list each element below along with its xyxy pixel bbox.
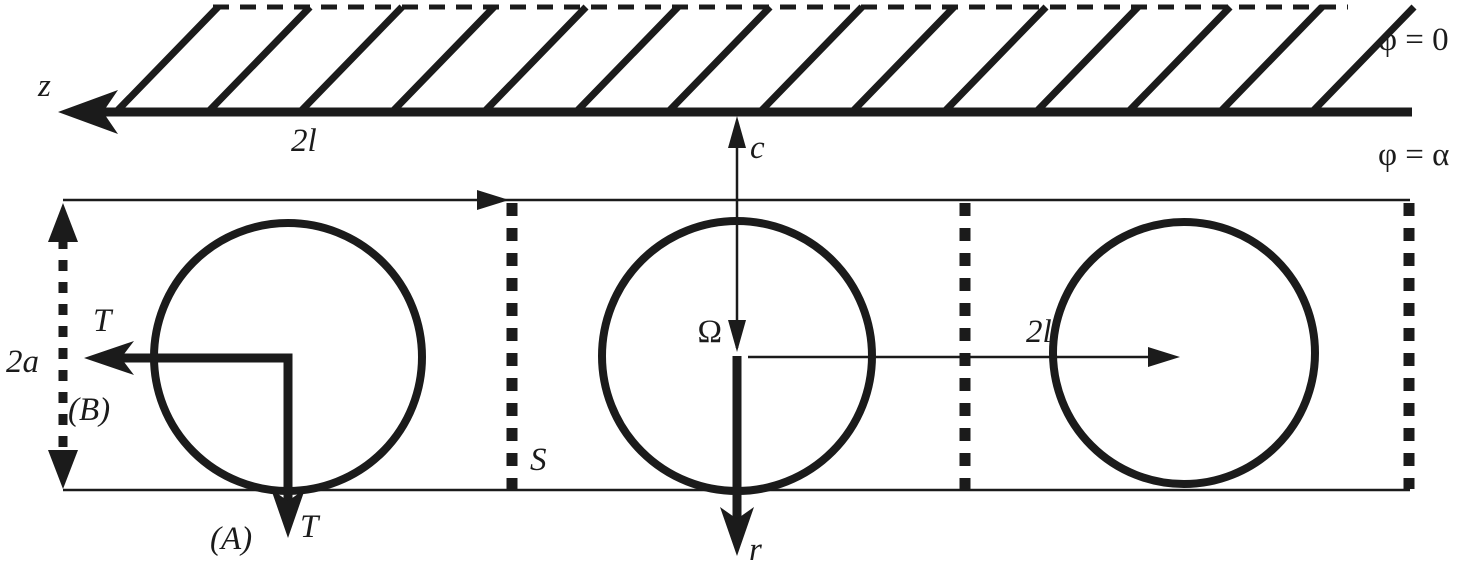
- omega-label: Ω: [697, 314, 722, 350]
- wall-hatching: [115, 4, 1417, 113]
- spacing-arrow: [748, 347, 1180, 367]
- torque-down-label: T: [300, 509, 321, 545]
- r-axis-label: r: [749, 532, 762, 568]
- case-b-label: (B): [68, 392, 110, 428]
- spacing-label: 2l: [1026, 314, 1052, 350]
- case-a-label: (A): [210, 521, 252, 557]
- surface-label: S: [530, 442, 547, 478]
- gap-label: c: [750, 130, 765, 166]
- z-axis-label: z: [37, 68, 51, 104]
- diameter-label: 2a: [6, 344, 39, 380]
- torque-arrows: [84, 341, 305, 538]
- wall-period-label: 2l: [291, 123, 317, 159]
- cell-top-arrowhead-icon: [477, 190, 509, 210]
- sphere-right: [1049, 218, 1319, 488]
- z-arrowhead-icon: [58, 90, 118, 134]
- torque-left-label: T: [93, 303, 114, 339]
- hatched-wall-region: [58, 4, 1417, 134]
- diameter-arrow: [48, 203, 78, 489]
- phi-zero-label: φ = 0: [1378, 22, 1449, 58]
- gap-arrow: [728, 116, 746, 352]
- phi-alpha-label: φ = α: [1378, 137, 1449, 173]
- cell-region: [48, 116, 1415, 556]
- r-axis-arrow: [720, 356, 754, 556]
